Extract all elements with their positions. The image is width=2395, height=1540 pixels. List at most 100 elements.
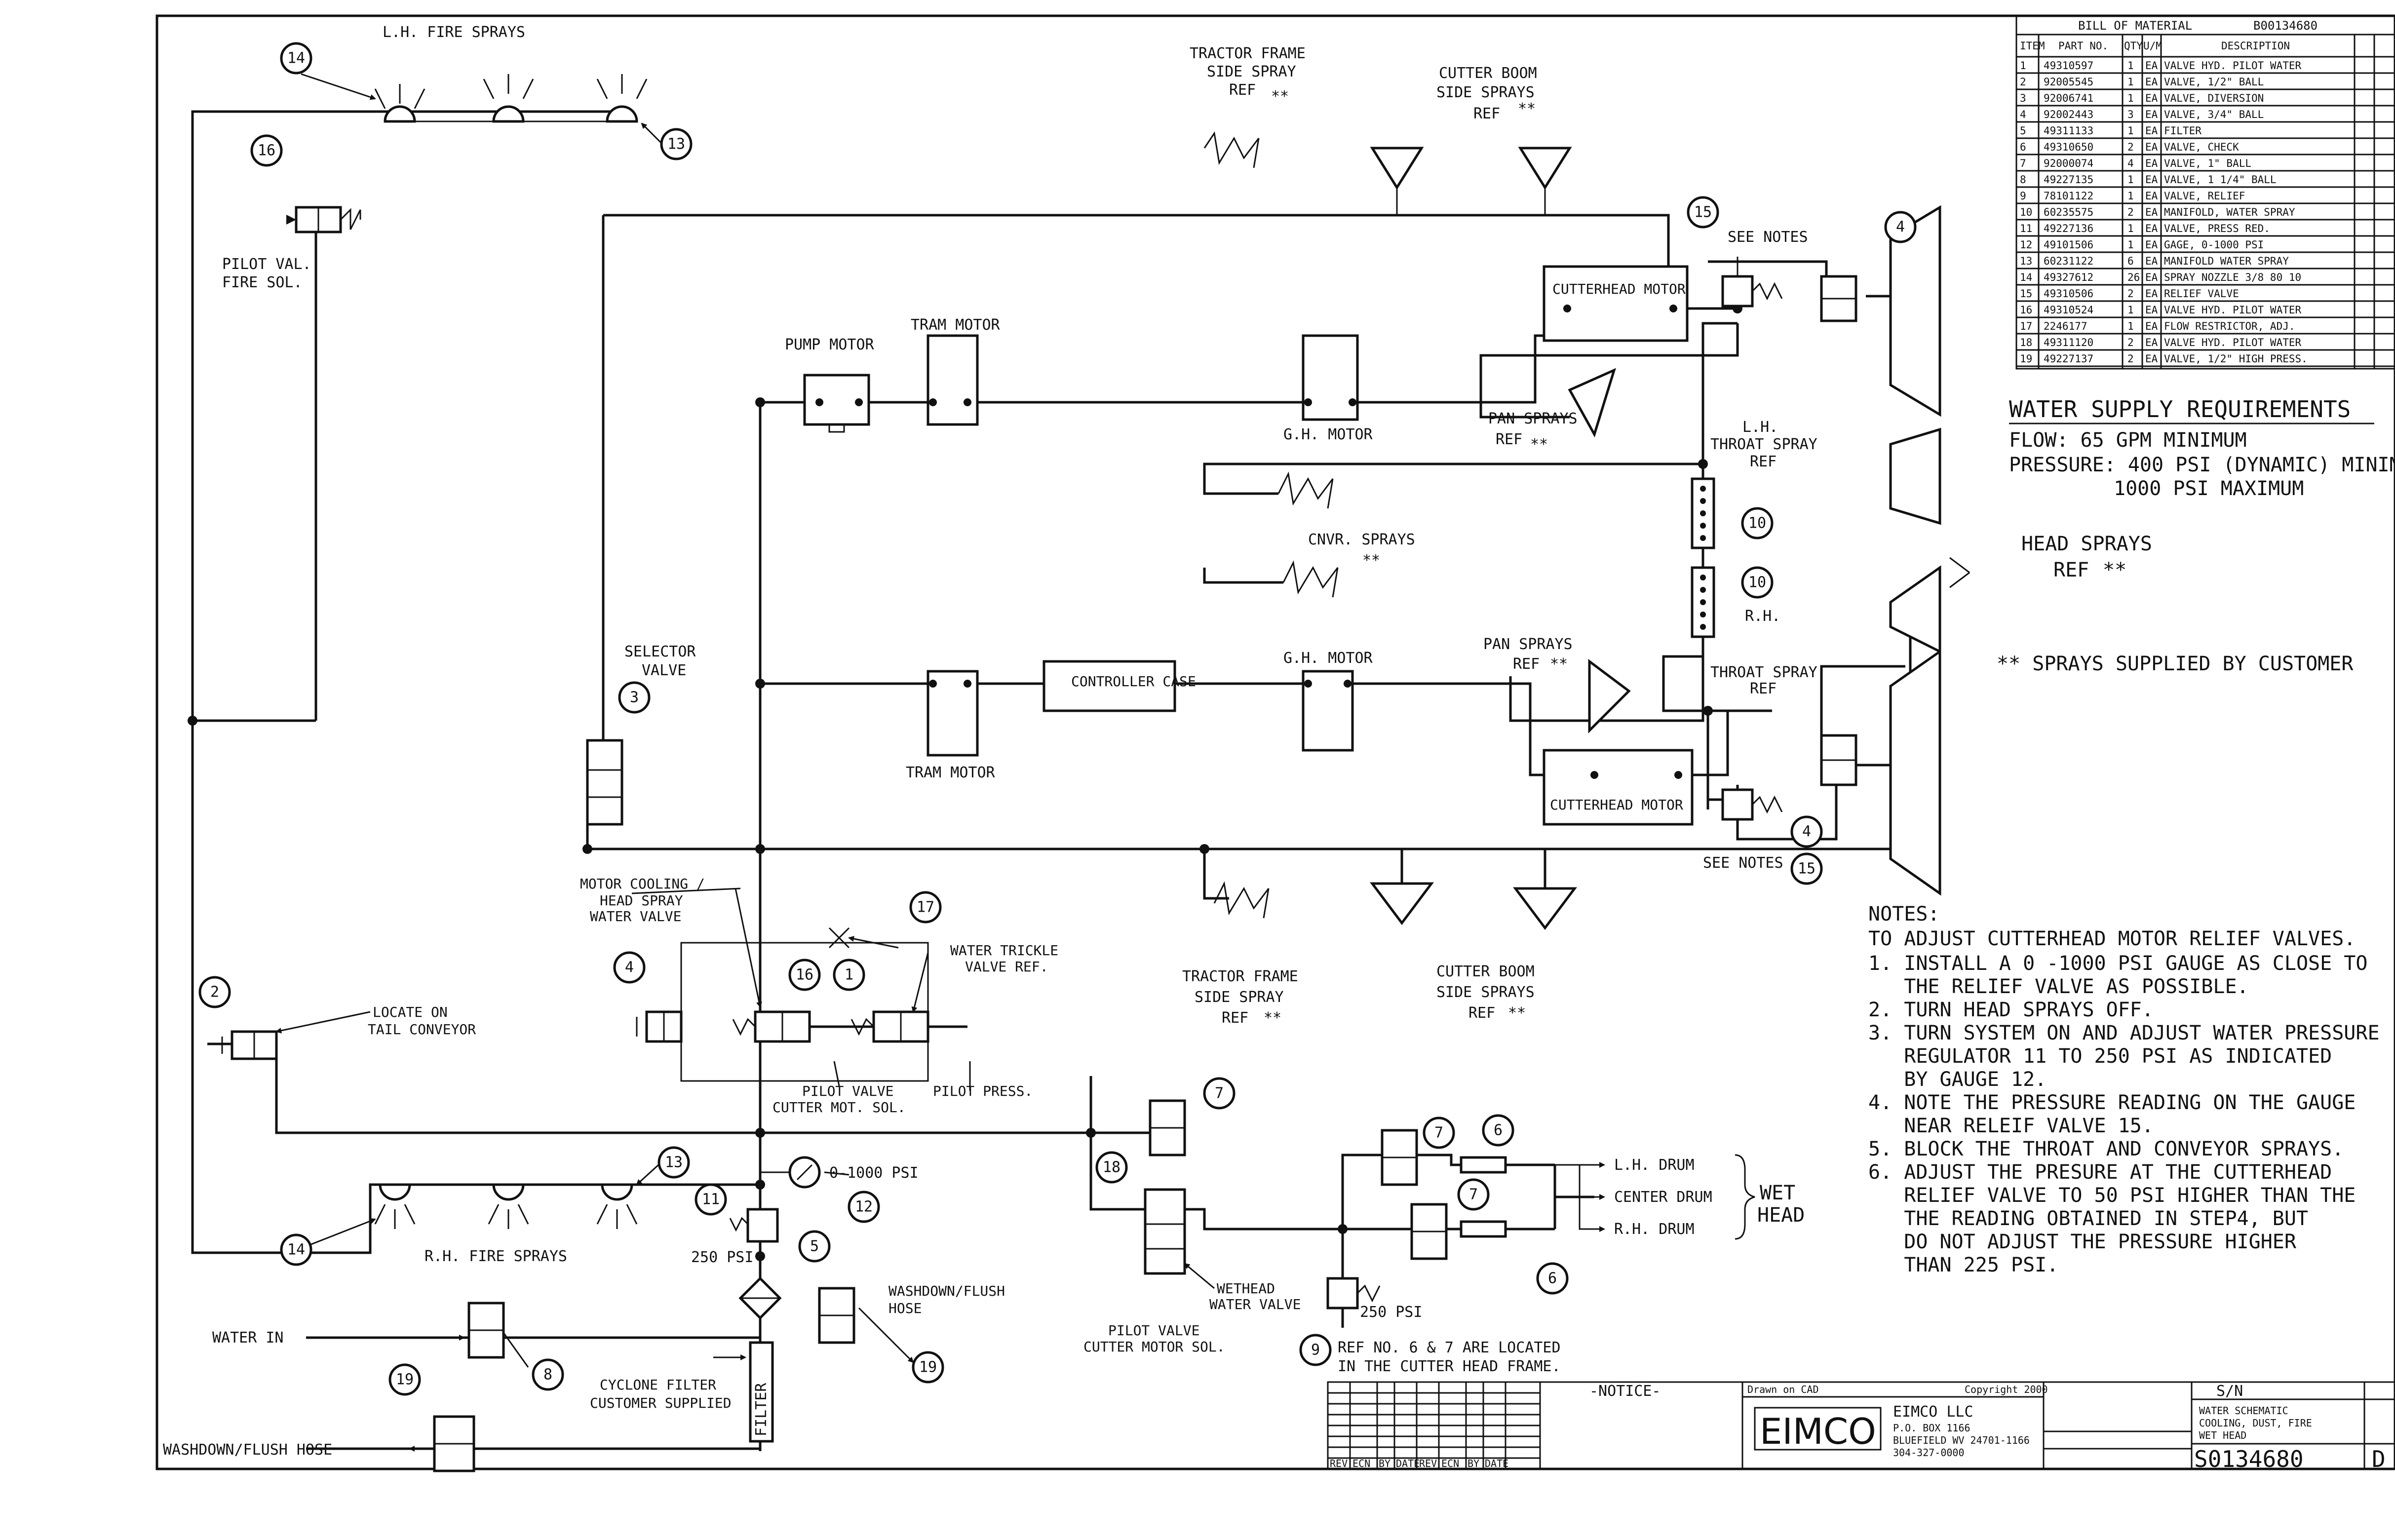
see-notes-bottom: SEE NOTES xyxy=(1703,854,1783,872)
svg-text:ECN: ECN xyxy=(1441,1458,1459,1469)
svg-text:BY: BY xyxy=(1379,1458,1391,1469)
svg-text:10: 10 xyxy=(1748,574,1766,591)
washdown-2: HOSE xyxy=(888,1300,922,1316)
pilot-valve-bot-2: CUTTER MOTOR SOL. xyxy=(1083,1339,1225,1355)
eimco-logo: EIMCO xyxy=(1760,1411,1876,1452)
bom-cell: EA xyxy=(2145,141,2158,153)
notice-title: -NOTICE- xyxy=(1589,1383,1661,1400)
title-line-1: WATER SCHEMATIC xyxy=(2199,1405,2288,1417)
cutter-boom-bottom-1: CUTTER BOOM xyxy=(1436,963,1535,980)
svg-text:DESCRIPTION: DESCRIPTION xyxy=(2221,40,2290,52)
svg-text:13: 13 xyxy=(665,1154,683,1171)
water-supply-requirements: WATER SUPPLY REQUIREMENTS FLOW: 65 GPM M… xyxy=(2009,396,2395,500)
valve-16-cooling xyxy=(732,1010,811,1043)
flow-restrictor-17 xyxy=(828,927,850,949)
bom-title: BILL OF MATERIAL xyxy=(2078,19,2192,33)
bom-cell: 92002443 xyxy=(2044,109,2093,120)
motor-cooling-2: HEAD SPRAY xyxy=(600,892,683,909)
revision-letter: D xyxy=(2372,1446,2386,1472)
note-line: 2. TURN HEAD SPRAYS OFF. xyxy=(1868,999,2154,1021)
svg-text:PART NO.: PART NO. xyxy=(2058,40,2108,52)
lh-fire-spray-nozzles xyxy=(374,74,648,123)
svg-text:15: 15 xyxy=(1694,204,1712,221)
bom-cell: 2 xyxy=(2127,337,2134,348)
bom-cell: VALVE, 1" BALL xyxy=(2164,157,2251,169)
pan-sprays-top xyxy=(1568,368,1617,438)
bom-cell: VALVE HYD. PILOT WATER xyxy=(2164,60,2302,72)
bom-cell: 49227136 xyxy=(2044,223,2093,234)
head-label: HEAD xyxy=(1757,1204,1805,1227)
note-line: 4. NOTE THE PRESSURE READING ON THE GAUG… xyxy=(1868,1091,2356,1114)
ref-note-2: IN THE CUTTER HEAD FRAME. xyxy=(1338,1358,1561,1375)
bom-cell: 2246177 xyxy=(2044,320,2087,332)
svg-text:14: 14 xyxy=(287,50,305,67)
bom-cell: 78101122 xyxy=(2044,190,2093,202)
center-drum-label: CENTER DRUM xyxy=(1614,1189,1712,1206)
bom-cell: 49227135 xyxy=(2044,174,2093,186)
tractor-frame-spray-top xyxy=(1203,131,1260,168)
bom-cell: EA xyxy=(2145,60,2158,72)
tractor-frame-top-1: TRACTOR FRAME xyxy=(1190,45,1306,62)
bom-cell: 4 xyxy=(2020,109,2026,120)
svg-text:8: 8 xyxy=(543,1366,552,1384)
washdown-hose-label: WASHDOWN/FLUSH HOSE xyxy=(163,1441,332,1459)
bom-cell: RELIEF VALVE xyxy=(2164,288,2239,300)
valve-4-cooling xyxy=(636,1010,683,1043)
tram-motor-bottom xyxy=(927,670,979,757)
svg-text:REV: REV xyxy=(1419,1458,1437,1469)
address-1: P.O. BOX 1166 xyxy=(1893,1422,1970,1434)
cutter-boom-top-1: CUTTER BOOM xyxy=(1439,65,1537,82)
tractor-frame-top-3: REF xyxy=(1229,81,1256,99)
bom-cell: 49227137 xyxy=(2044,353,2093,365)
svg-text:9: 9 xyxy=(1311,1342,1320,1359)
bom-cell: VALVE, PRESS RED. xyxy=(2164,223,2270,234)
drawn-on-cad: Drawn on CAD xyxy=(1747,1384,1819,1395)
notes-block: NOTES: TO ADJUST CUTTERHEAD MOTOR RELIEF… xyxy=(1868,903,2380,1276)
rh-throat-label-1: R.H. xyxy=(1745,608,1780,625)
svg-text:**: ** xyxy=(1362,552,1380,569)
bom-cell: EA xyxy=(2145,239,2158,251)
cyclone-2: CUSTOMER SUPPLIED xyxy=(590,1395,732,1411)
bom-cell: 2 xyxy=(2127,353,2134,365)
svg-text:18: 18 xyxy=(1103,1159,1120,1176)
note-line: BY GAUGE 12. xyxy=(1868,1068,2047,1091)
filter-label: FILTER xyxy=(753,1383,770,1436)
bom-cell: EA xyxy=(2145,190,2158,202)
bom-cell: 14 xyxy=(2020,271,2032,283)
drum-arrows xyxy=(1555,1154,1755,1240)
company-name: EIMCO LLC xyxy=(1893,1403,1973,1421)
note-line: THAN 225 PSI. xyxy=(1868,1254,2058,1276)
leader-lines xyxy=(275,73,1215,1452)
bom-cell: 13 xyxy=(2020,255,2032,267)
bom-cell: 8 xyxy=(2020,174,2026,186)
svg-text:2: 2 xyxy=(210,984,219,1001)
head-spray-nozzles xyxy=(1889,205,1970,896)
pilot-val-label-2: FIRE SOL. xyxy=(222,274,303,291)
bom-number: B00134680 xyxy=(2253,19,2318,33)
svg-text:REF: REF xyxy=(1750,453,1777,470)
tram-motor-bottom-label: TRAM MOTOR xyxy=(906,764,996,781)
wethead-2: WATER VALVE xyxy=(1209,1296,1301,1312)
motor-cooling-1: MOTOR COOLING / xyxy=(580,876,705,892)
wet-label: WET xyxy=(1760,1182,1795,1204)
relief-valve-9 xyxy=(1326,1277,1381,1309)
bom-cell: VALVE, 1/2" BALL xyxy=(2164,76,2264,88)
cutter-boom-top-2: SIDE SPRAYS xyxy=(1436,84,1535,101)
bom-cell: 3 xyxy=(2127,109,2134,120)
note-line: THE READING OBTAINED IN STEP4, BUT xyxy=(1868,1207,2308,1230)
bom-cell: 49101506 xyxy=(2044,239,2093,251)
serial-number-label: S/N xyxy=(2216,1383,2243,1400)
rh-fire-sprays-label: R.H. FIRE SPRAYS xyxy=(425,1248,567,1265)
svg-text:**: ** xyxy=(1264,1009,1281,1027)
cyclone-filter xyxy=(749,1341,774,1443)
bom-cell: 2 xyxy=(2127,288,2134,300)
bom-cell: SPRAY NOZZLE 3/8 80 10 xyxy=(2164,271,2301,283)
bom-cell: 92005545 xyxy=(2044,76,2093,88)
requirements-pressure-max: 1000 PSI MAXIMUM xyxy=(2114,477,2304,500)
svg-text:**: ** xyxy=(1550,655,1568,673)
svg-text:REF: REF xyxy=(1750,680,1777,697)
locate-2: TAIL CONVEYOR xyxy=(368,1021,476,1038)
washdown-hose-valve xyxy=(433,1415,475,1472)
pilot-press-label: PILOT PRESS. xyxy=(933,1083,1033,1099)
bom-cell: 6 xyxy=(2020,141,2026,153)
